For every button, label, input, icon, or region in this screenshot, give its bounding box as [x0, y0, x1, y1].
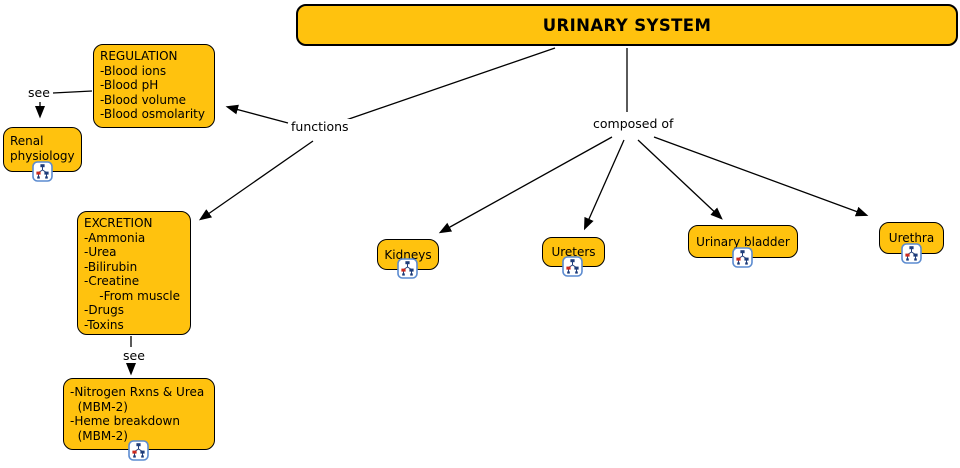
link-label-functions[interactable]: functions: [289, 119, 351, 134]
ureters-resource-icon[interactable]: [562, 256, 583, 277]
urinary-bladder-resource-icon[interactable]: [732, 247, 753, 268]
link-label-composed-of[interactable]: composed of: [591, 116, 676, 131]
arrow-composed-of-to-kidneys: [438, 136, 613, 234]
node-kidneys-label: Kidneys: [384, 247, 432, 262]
node-urinary-system-label: URINARY SYSTEM: [542, 15, 712, 35]
node-text-line: -Ammonia: [84, 230, 146, 245]
arrow-composed-of-to-urinary-bladder: [637, 139, 723, 220]
link-label-see-bottom[interactable]: see: [121, 348, 147, 363]
node-text-line: -Bilirubin: [84, 259, 138, 274]
node-text-line: -Drugs: [84, 303, 124, 317]
node-text-line: -Nitrogen Rxns & Urea: [70, 385, 205, 399]
arrow-functions-to-excretion: [198, 140, 314, 221]
node-text-line: -Creatine: [84, 274, 140, 288]
node-regulation[interactable]: REGULATION -Blood ions -Blood pH -Blood …: [93, 44, 215, 128]
node-text-line: -Blood volume: [100, 92, 187, 107]
kidneys-resource-icon[interactable]: [397, 258, 418, 279]
node-text-line: -From muscle: [84, 288, 180, 303]
node-text-line: -Heme breakdown: [70, 414, 180, 428]
arrow-functions-to-regulation: [225, 104, 289, 124]
arrow-composed-of-to-urethra: [653, 136, 869, 217]
nitrogen-heme-resource-icon[interactable]: [128, 440, 149, 461]
node-text-line: -Blood osmolarity: [100, 107, 205, 121]
node-text-line: physiology: [10, 148, 75, 163]
node-nitrogen-heme[interactable]: -Nitrogen Rxns & Urea (MBM-2) -Heme brea…: [63, 378, 215, 450]
line-see-to-regulation: [52, 90, 93, 94]
node-text-line: (MBM-2): [70, 399, 128, 414]
node-urinary-bladder-label: Urinary bladder: [696, 234, 790, 249]
node-text-line: -Toxins: [84, 317, 124, 332]
node-text-line: REGULATION: [100, 49, 178, 63]
node-urethra-label: Urethra: [888, 231, 935, 245]
line-title-to-functions: [345, 47, 556, 121]
node-text-line: EXCRETION: [84, 216, 153, 230]
node-urinary-system[interactable]: URINARY SYSTEM: [296, 4, 958, 46]
node-text-line: -Blood pH: [100, 78, 159, 92]
node-text-line: Renal: [10, 134, 44, 148]
urethra-resource-icon[interactable]: [901, 243, 922, 264]
node-ureters-label: Ureters: [551, 245, 596, 259]
node-excretion[interactable]: EXCRETION -Ammonia -Urea -Bilirubin -Cre…: [77, 211, 191, 335]
node-text-line: -Blood ions: [100, 63, 167, 78]
arrow-composed-of-to-ureters: [583, 139, 625, 231]
renal-physiology-resource-icon[interactable]: [32, 161, 53, 182]
node-text-line: (MBM-2): [70, 428, 128, 443]
node-text-line: -Urea: [84, 245, 117, 259]
link-label-see-top[interactable]: see: [26, 85, 52, 100]
node-ureters[interactable]: Ureters: [542, 237, 605, 267]
